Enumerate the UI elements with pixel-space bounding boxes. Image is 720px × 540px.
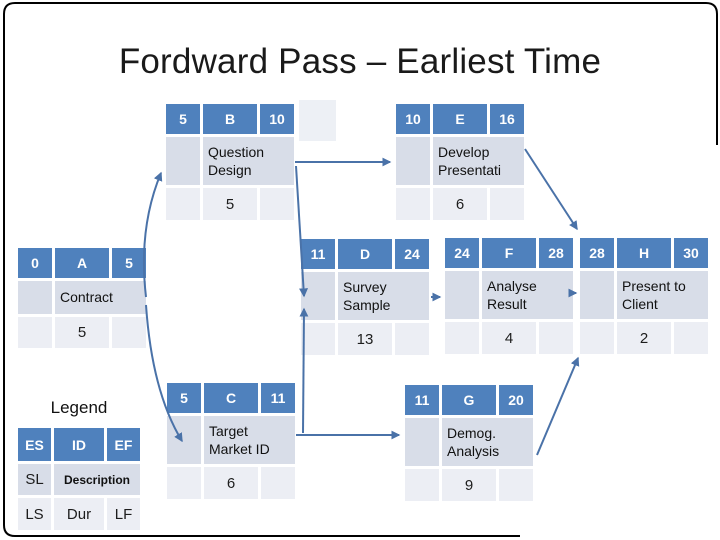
node-h: 28 H 30 Present to Client 2 xyxy=(580,238,708,354)
legend-es: ES xyxy=(18,428,51,461)
node-e-duration: 6 xyxy=(433,188,487,220)
connector-a-to-b xyxy=(142,171,163,298)
connector-g-to-h xyxy=(536,356,580,456)
node-a-duration: 5 xyxy=(55,317,109,348)
node-a-ls-cell xyxy=(18,317,52,348)
node-e-lf-cell xyxy=(490,188,524,220)
node-e-ef: 16 xyxy=(490,104,524,134)
node-g-es: 11 xyxy=(405,385,439,415)
node-b-id: B xyxy=(203,104,257,134)
node-d-id: D xyxy=(338,239,392,269)
node-c-duration: 6 xyxy=(204,467,258,499)
node-a-description: Contract xyxy=(55,281,146,314)
node-g-ls-cell xyxy=(405,469,439,501)
node-d-lf-cell xyxy=(395,323,429,355)
node-b-es: 5 xyxy=(166,104,200,134)
legend-dur: Dur xyxy=(54,498,104,530)
node-b-description: Question Design xyxy=(203,137,294,185)
legend-sl: SL xyxy=(18,464,51,495)
node-a-lf-cell xyxy=(112,317,146,348)
legend-lf: LF xyxy=(107,498,140,530)
node-b-lf-cell xyxy=(260,188,294,220)
node-d-es: 11 xyxy=(301,239,335,269)
node-d-ef: 24 xyxy=(395,239,429,269)
node-c-description: Target Market ID xyxy=(204,416,295,464)
node-b-ef: 10 xyxy=(260,104,294,134)
legend-id: ID xyxy=(54,428,104,461)
node-c-es: 5 xyxy=(167,383,201,413)
node-h-slack-cell xyxy=(580,271,614,319)
node-d-slack-cell xyxy=(301,272,335,320)
node-h-ef: 30 xyxy=(674,238,708,268)
node-g-duration: 9 xyxy=(442,469,496,501)
node-c: 5 C 11 Target Market ID 6 xyxy=(167,383,295,499)
connector-e-to-h xyxy=(524,148,578,231)
node-d: 11 D 24 Survey Sample 13 xyxy=(301,239,429,355)
node-f-es: 24 xyxy=(445,238,479,268)
node-h-lf-cell xyxy=(674,322,708,354)
node-b-ls-cell xyxy=(166,188,200,220)
node-f-ls-cell xyxy=(445,322,479,354)
node-a-slack-cell xyxy=(18,281,52,314)
node-c-ef: 11 xyxy=(261,383,295,413)
empty-ghost-cell xyxy=(299,100,336,141)
node-a-es: 0 xyxy=(18,248,52,278)
node-d-duration: 13 xyxy=(338,323,392,355)
node-a-id: A xyxy=(55,248,109,278)
node-a: 0 A 5 Contract 5 xyxy=(18,248,146,348)
node-f-id: F xyxy=(482,238,536,268)
node-h-duration: 2 xyxy=(617,322,671,354)
node-g-ef: 20 xyxy=(499,385,533,415)
node-f-description: Analyse Result xyxy=(482,271,573,319)
node-f-slack-cell xyxy=(445,271,479,319)
node-e-id: E xyxy=(433,104,487,134)
legend-ls: LS xyxy=(18,498,51,530)
node-h-id: H xyxy=(617,238,671,268)
node-e-slack-cell xyxy=(396,137,430,185)
node-g-lf-cell xyxy=(499,469,533,501)
node-g-slack-cell xyxy=(405,418,439,466)
legend-table: ES ID EF SL Description LS Dur LF xyxy=(18,428,140,530)
node-c-id: C xyxy=(204,383,258,413)
node-g: 11 G 20 Demog. Analysis 9 xyxy=(405,385,533,501)
node-f-duration: 4 xyxy=(482,322,536,354)
node-f-lf-cell xyxy=(539,322,573,354)
node-e-es: 10 xyxy=(396,104,430,134)
node-c-lf-cell xyxy=(261,467,295,499)
legend-description: Description xyxy=(54,464,140,495)
node-b-slack-cell xyxy=(166,137,200,185)
node-a-ef: 5 xyxy=(112,248,146,278)
slide-title: Fordward Pass – Earliest Time xyxy=(118,42,602,81)
node-g-description: Demog. Analysis xyxy=(442,418,533,466)
node-c-ls-cell xyxy=(167,467,201,499)
node-h-ls-cell xyxy=(580,322,614,354)
node-f-ef: 28 xyxy=(539,238,573,268)
node-h-es: 28 xyxy=(580,238,614,268)
legend-ef: EF xyxy=(107,428,140,461)
legend-title: Legend xyxy=(50,398,108,417)
node-b-duration: 5 xyxy=(203,188,257,220)
node-b: 5 B 10 Question Design 5 xyxy=(166,104,294,220)
node-h-description: Present to Client xyxy=(617,271,708,319)
node-d-ls-cell xyxy=(301,323,335,355)
node-e-ls-cell xyxy=(396,188,430,220)
node-d-description: Survey Sample xyxy=(338,272,429,320)
node-e-description: Develop Presentati xyxy=(433,137,524,185)
node-e: 10 E 16 Develop Presentati 6 xyxy=(396,104,524,220)
node-f: 24 F 28 Analyse Result 4 xyxy=(445,238,573,354)
node-c-slack-cell xyxy=(167,416,201,464)
node-g-id: G xyxy=(442,385,496,415)
